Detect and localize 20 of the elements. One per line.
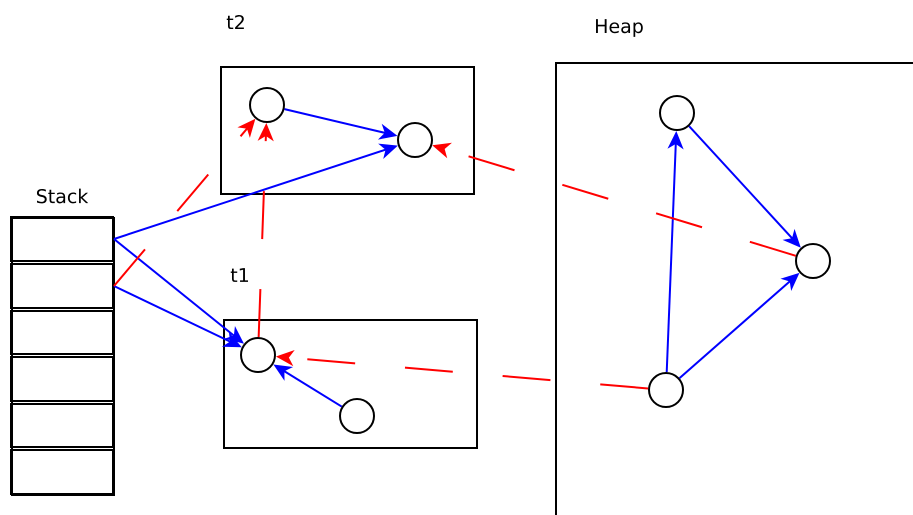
region-box: t1: [223, 268, 478, 449]
node-label: t1: [230, 268, 248, 282]
stack-cell: [10, 263, 114, 309]
region-box: Heap: [555, 19, 913, 515]
object-circle: [397, 122, 433, 158]
node-label: t2: [226, 14, 244, 30]
object-circle: [659, 95, 695, 131]
node-label: Stack: [36, 188, 88, 204]
object-circle: [648, 372, 684, 408]
region-box: t2: [220, 14, 475, 195]
object-circle: [795, 243, 831, 279]
object-circle: [240, 337, 276, 373]
stack-cell: [10, 310, 114, 355]
stack-cell: [10, 216, 114, 262]
stack-cell: [10, 403, 114, 448]
object-circle: [339, 398, 375, 434]
stack-frame: Stack: [11, 188, 115, 496]
stack-cell: [10, 449, 114, 495]
object-circle: [249, 87, 285, 123]
stack-cell: [10, 356, 114, 402]
